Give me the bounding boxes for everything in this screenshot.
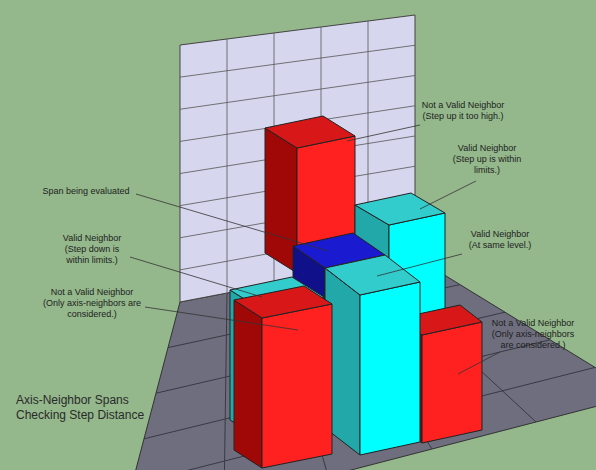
span-column <box>325 255 420 455</box>
leader-line <box>377 254 462 276</box>
callout-label: Span being evaluated <box>42 186 129 197</box>
diagram-title: Axis-Neighbor Spans Checking Step Distan… <box>16 393 156 423</box>
span-column <box>234 286 332 468</box>
callout-label: Valid Neighbor (Step up is within limits… <box>451 143 523 176</box>
callout-label: Not a Valid Neighbor (Only axis-neighbor… <box>42 287 142 320</box>
span-columns <box>230 116 482 468</box>
leader-line <box>458 352 500 374</box>
leader-line <box>145 307 298 330</box>
leader-line <box>420 181 476 209</box>
column-side <box>265 128 297 273</box>
leader-lines <box>130 125 500 374</box>
callout-label: Valid Neighbor (At same level.) <box>465 229 535 251</box>
leader-line <box>136 194 328 251</box>
column-front <box>360 282 420 455</box>
callout-label: Not a Valid Neighbor (Step up it too hig… <box>413 100 513 122</box>
grid-line <box>180 76 415 110</box>
column-top <box>234 286 332 318</box>
column-side <box>234 300 262 468</box>
callout-label: Valid Neighbor (Step down is within limi… <box>56 233 128 266</box>
column-top <box>355 193 445 225</box>
column-front <box>422 322 482 443</box>
leader-line <box>347 125 420 141</box>
callout-label: Not a Valid Neighbor (Only axis-neighbor… <box>485 318 581 351</box>
leader-line <box>130 257 262 297</box>
column-top <box>325 255 420 295</box>
grid-line <box>180 45 415 77</box>
column-front <box>262 304 332 468</box>
column-top <box>265 116 355 148</box>
